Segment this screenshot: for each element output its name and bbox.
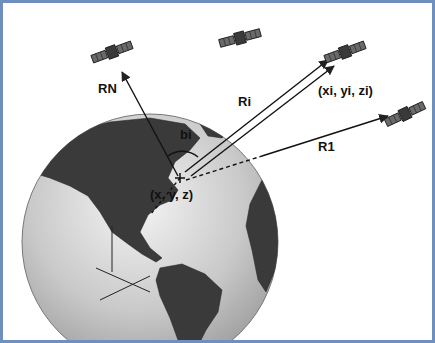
solar-panel bbox=[349, 41, 366, 54]
panel-grid bbox=[250, 30, 257, 39]
coordinate-label: (xi, yi, zi) bbox=[318, 84, 373, 98]
coordinate-label: (x, y, z) bbox=[150, 188, 193, 202]
north-america bbox=[30, 118, 200, 262]
solar-panel bbox=[116, 41, 133, 54]
range-lines bbox=[122, 60, 388, 215]
solar-panel bbox=[409, 101, 426, 115]
greenland bbox=[200, 108, 236, 138]
panel-grid bbox=[224, 37, 231, 46]
africa-europe bbox=[246, 176, 284, 292]
bias-label: bi bbox=[180, 128, 192, 142]
range-line bbox=[262, 116, 388, 156]
panel-grid bbox=[354, 43, 361, 52]
earth-globe bbox=[22, 114, 278, 343]
satellite-icon bbox=[383, 100, 426, 129]
satellite-body bbox=[234, 31, 247, 45]
satellite-icon bbox=[90, 39, 134, 65]
panel-grid bbox=[413, 104, 421, 113]
range-line bbox=[122, 72, 178, 176]
solar-panel bbox=[245, 29, 262, 41]
range-label: Ri bbox=[238, 95, 251, 109]
solar-panel bbox=[324, 50, 341, 63]
meridian-mark bbox=[112, 226, 113, 272]
position-cross bbox=[175, 173, 185, 183]
user-position bbox=[175, 173, 185, 183]
range-line bbox=[191, 66, 334, 176]
south-america bbox=[156, 264, 222, 343]
solar-panel bbox=[91, 50, 108, 63]
satellite-icon bbox=[323, 39, 367, 65]
panel-grid bbox=[389, 115, 397, 124]
range-label: R1 bbox=[318, 140, 335, 154]
panel-grid bbox=[121, 43, 128, 52]
continents bbox=[30, 108, 284, 343]
parallel-mark bbox=[100, 276, 150, 300]
solar-panel bbox=[384, 113, 401, 127]
satellite-icon bbox=[218, 27, 262, 49]
range-line bbox=[185, 60, 328, 172]
range-line bbox=[186, 156, 262, 180]
satellites bbox=[90, 27, 426, 129]
panel-grid bbox=[96, 52, 103, 61]
panel-grid bbox=[329, 52, 336, 61]
range-label: RN bbox=[98, 82, 117, 96]
lat-long-marks bbox=[96, 226, 150, 300]
angle-arc bbox=[168, 151, 198, 157]
solar-panel bbox=[219, 36, 236, 48]
